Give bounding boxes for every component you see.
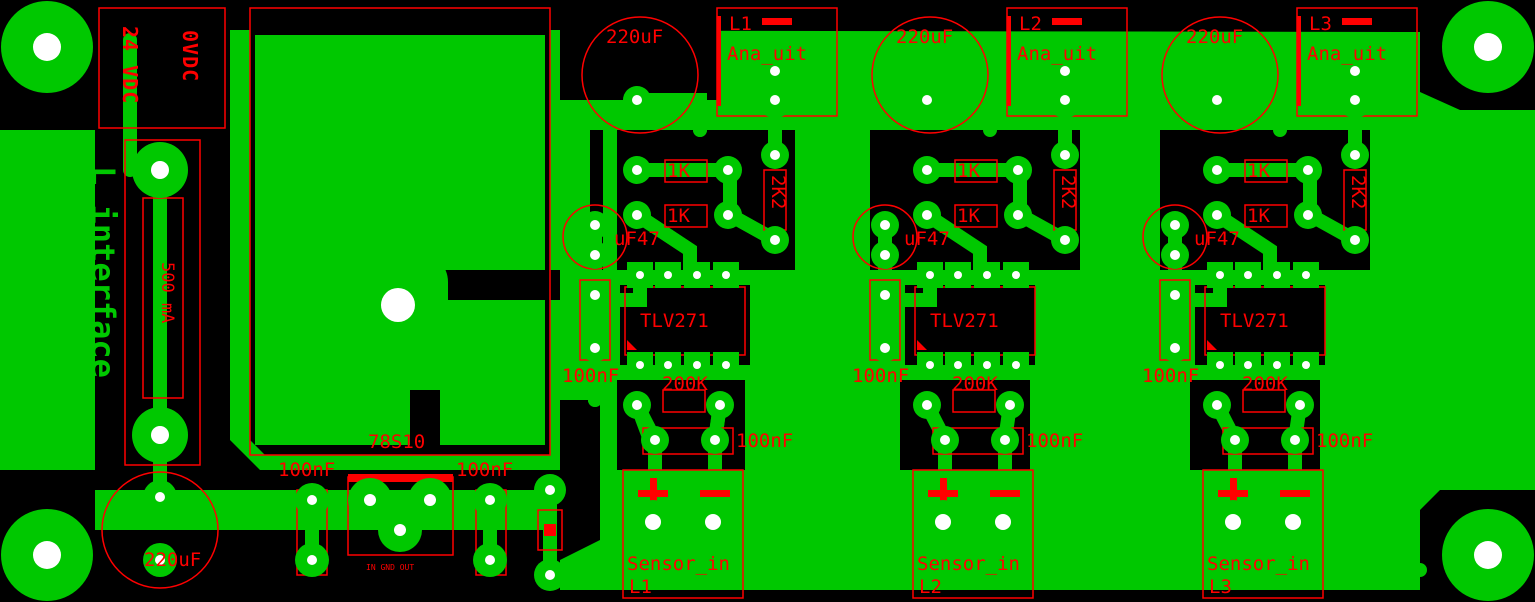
channel-graphics (562, 7, 1418, 599)
ceramic-right-label: 100nF (456, 459, 514, 481)
output-label: Ana_uit (727, 43, 808, 65)
out-cap-label: 220uF (896, 26, 954, 48)
sensor-connector-outline (1202, 469, 1324, 599)
label-0v: 0VDC (178, 30, 202, 83)
channel-2 (852, 7, 1128, 599)
regulator-label: 78S10 (368, 431, 426, 453)
output-label: Ana_uit (1307, 43, 1388, 65)
r3-label: 2K2 (1057, 175, 1079, 210)
out-channel-label: L3 (1309, 13, 1332, 35)
channel-3 (1142, 7, 1418, 599)
sensor-channel-label: L3 (1209, 576, 1232, 598)
sensor-minus (1280, 490, 1310, 497)
cap-dec-label: 100nF (562, 365, 620, 387)
out-cap-outline (581, 16, 699, 134)
out-cap-outline (1161, 16, 1279, 134)
r2-label: 1K (667, 205, 690, 227)
cap-in-label: 100nF (736, 430, 794, 452)
regulator-pins: IN GND OUT (366, 563, 415, 572)
out-connector-bar (1297, 16, 1301, 106)
sensor-label: Sensor_in (1207, 553, 1310, 575)
r1-label: 1K (957, 160, 980, 182)
channel-pad-holes (880, 66, 1070, 530)
sensor-connector-outline (622, 469, 744, 599)
sensor-label: Sensor_in (917, 553, 1020, 575)
cap-dec-label: 100nF (852, 365, 910, 387)
regulator-tab-mark (348, 474, 453, 482)
pad-holes-power (33, 33, 1502, 580)
out-cap-label: 220uF (606, 26, 664, 48)
brand-line2: L_interface (84, 166, 122, 378)
sensor-plus-v (650, 478, 657, 508)
sensor-label: Sensor_in (627, 553, 730, 575)
channel-1 (562, 7, 838, 599)
led-mark (544, 524, 556, 536)
sensor-plus-v (940, 478, 947, 508)
minus-mark-top (1342, 18, 1372, 25)
r2-outline (664, 204, 708, 228)
out-connector-bar (717, 16, 721, 106)
rfb-label: 200K (662, 373, 708, 395)
r3-label: 2K2 (1347, 175, 1369, 210)
rfb-outline (952, 389, 996, 413)
r1-outline (954, 159, 998, 183)
opamp-label: TLV271 (930, 310, 999, 332)
cap-dec-label: 100nF (1142, 365, 1200, 387)
channel-pad-holes (590, 66, 780, 530)
opamp-pin1-mark (627, 340, 637, 350)
r1-label: 1K (1247, 160, 1270, 182)
r2-outline (1244, 204, 1288, 228)
out-cap-label: 220uF (1186, 26, 1244, 48)
cap-small-label: uF47 (1194, 228, 1240, 250)
opamp-label: TLV271 (1220, 310, 1289, 332)
opamp-pin1-mark (1207, 340, 1217, 350)
r2-label: 1K (957, 205, 980, 227)
out-channel-label: L1 (729, 13, 752, 35)
input-cap-label: 220uF (144, 549, 202, 571)
minus-mark-top (1052, 18, 1082, 25)
channel-pad-holes (1170, 66, 1360, 530)
rfb-outline (662, 389, 706, 413)
opamp-label: TLV271 (640, 310, 709, 332)
brand-line1: HvZ Product (26, 166, 64, 378)
cap-small-label: uF47 (904, 228, 950, 250)
sensor-minus (990, 490, 1020, 497)
rfb-label: 200K (1242, 373, 1288, 395)
cap-in-label: 100nF (1026, 430, 1084, 452)
sensor-minus (700, 490, 730, 497)
sensor-channel-label: L2 (919, 576, 942, 598)
rfb-label: 200K (952, 373, 998, 395)
r2-label: 1K (1247, 205, 1270, 227)
r3-label: 2K2 (767, 175, 789, 210)
r1-outline (1244, 159, 1288, 183)
output-label: Ana_uit (1017, 43, 1098, 65)
sensor-plus-v (1230, 478, 1237, 508)
cap-small-label: uF47 (614, 228, 660, 250)
rfb-outline (1242, 389, 1286, 413)
sensor-channel-label: L1 (629, 576, 652, 598)
out-connector-bar (1007, 16, 1011, 106)
sensor-connector-outline (912, 469, 1034, 599)
r1-outline (664, 159, 708, 183)
label-24v: 24 VDC (118, 26, 142, 105)
cap-in-label: 100nF (1316, 430, 1374, 452)
ceramic-left-label: 100nF (278, 459, 336, 481)
r2-outline (954, 204, 998, 228)
opamp-pin1-mark (917, 340, 927, 350)
minus-mark-top (762, 18, 792, 25)
out-cap-outline (871, 16, 989, 134)
fuse-label: 500 mA (157, 262, 177, 324)
r1-label: 1K (667, 160, 690, 182)
out-channel-label: L2 (1019, 13, 1042, 35)
